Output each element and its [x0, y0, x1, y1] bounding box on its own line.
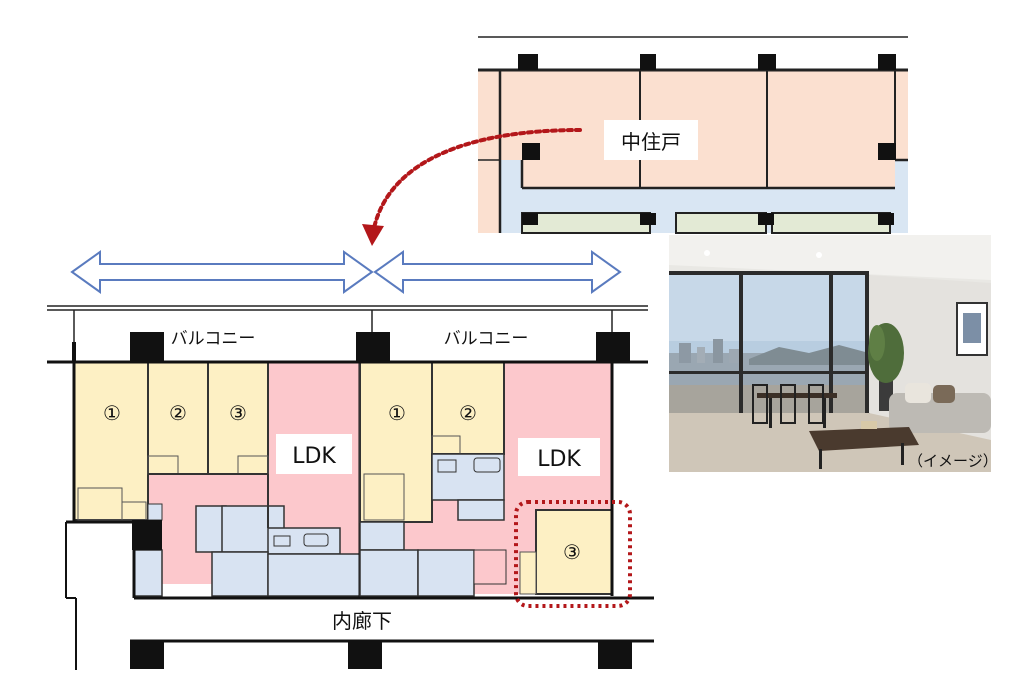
left-ldk-label: LDK [292, 444, 336, 469]
left-room-3-label: ③ [229, 401, 247, 425]
photo-caption: （イメージ） [908, 452, 998, 470]
double-arrow-icon [373, 250, 622, 294]
corridor-label: 内廊下 [332, 609, 392, 633]
balcony-label-right: バルコニー [444, 329, 529, 349]
right-ldk-label: LDK [537, 447, 581, 472]
highlight-room-3 [514, 500, 632, 608]
right-room-3 [535, 509, 613, 595]
width-arrows [70, 250, 622, 294]
balcony-label-left: バルコニー [171, 329, 256, 349]
arrow-head-icon [362, 224, 384, 246]
room-labels: ① ② ③ LDK ① ② LDK ③ 内廊下 [103, 401, 600, 633]
right-room-1 [359, 361, 433, 523]
double-arrow-icon [70, 250, 374, 294]
lower-floor-plan: バルコニー バルコニー [47, 305, 654, 670]
right-room-2 [431, 361, 505, 455]
interior-photo [669, 235, 991, 472]
right-room-1-label: ① [388, 401, 406, 425]
upper-floor-plan: 中住戸 [478, 36, 908, 234]
left-room-1 [73, 361, 149, 521]
right-room-2-label: ② [459, 401, 477, 425]
upper-unit-label: 中住戸 [621, 130, 681, 154]
left-room-1-label: ① [103, 401, 121, 425]
left-room-2-label: ② [169, 401, 187, 425]
dotted-red-arrow [362, 128, 582, 246]
left-room-3 [207, 361, 269, 475]
right-room-3-label: ③ [563, 540, 581, 564]
